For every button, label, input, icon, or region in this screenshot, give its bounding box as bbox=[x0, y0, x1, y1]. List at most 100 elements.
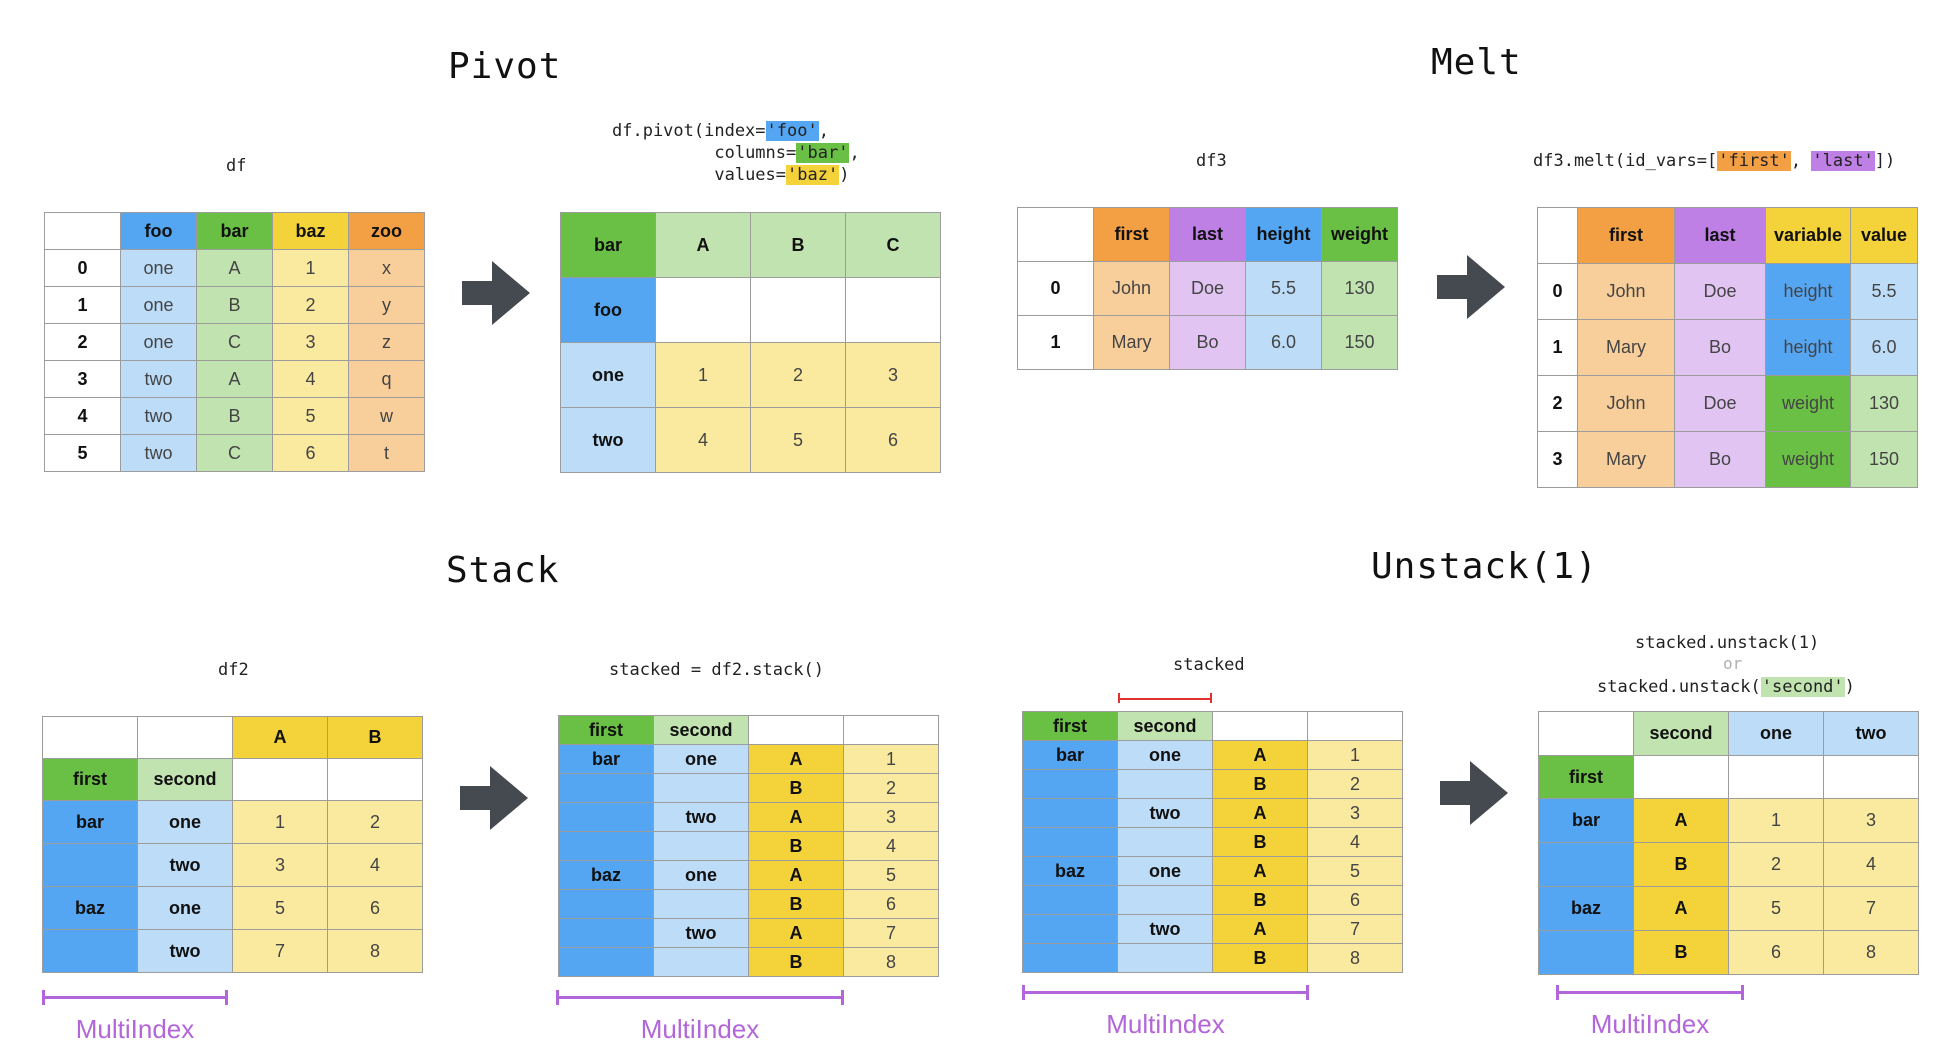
index-level-0 bbox=[558, 773, 654, 803]
melt-code-sep: , bbox=[1790, 151, 1812, 171]
table-cell: 2 bbox=[1728, 842, 1824, 887]
index-level-1 bbox=[1117, 885, 1213, 915]
table-cell: A bbox=[196, 360, 273, 398]
table-cell: 6 bbox=[272, 434, 349, 472]
empty-cell bbox=[232, 758, 328, 801]
table-row: two A 7 bbox=[1022, 914, 1403, 944]
header-corner bbox=[44, 212, 121, 250]
column-header: last bbox=[1674, 207, 1766, 264]
pivot-source-table: foo bar baz zoo 0 one A 1 x 1 one B 2 y … bbox=[44, 212, 425, 472]
stack-title: Stack bbox=[446, 550, 560, 591]
columns-name: bar bbox=[560, 212, 656, 278]
table-row: 5 two C 6 t bbox=[44, 434, 425, 472]
table-cell: John bbox=[1577, 263, 1675, 320]
table-cell: 3 bbox=[845, 342, 941, 408]
index-level-2: B bbox=[748, 947, 844, 977]
index-level-0: bar bbox=[558, 744, 654, 774]
column-header: first bbox=[1577, 207, 1675, 264]
pivot-code-line2-post: , bbox=[849, 143, 860, 163]
column-header: C bbox=[845, 212, 941, 278]
table-cell: weight bbox=[1765, 431, 1851, 488]
table-cell: 6 bbox=[843, 889, 939, 919]
column-header: last bbox=[1169, 207, 1246, 262]
table-cell: Bo bbox=[1674, 431, 1766, 488]
index-level-2: B bbox=[748, 831, 844, 861]
index-level-0 bbox=[1022, 769, 1118, 799]
header-corner bbox=[1017, 207, 1094, 262]
table-cell: 5 bbox=[272, 397, 349, 435]
right-arrow-icon bbox=[460, 766, 528, 830]
index-level-0: bar bbox=[1538, 798, 1634, 843]
table-cell: 8 bbox=[843, 947, 939, 977]
melt-code: df3.melt(id_vars=['first', 'last']) bbox=[1533, 150, 1895, 172]
table-row: 1 one B 2 y bbox=[44, 286, 425, 324]
index-level-1: one bbox=[653, 860, 749, 890]
column-header: variable bbox=[1765, 207, 1851, 264]
unstack-source-table: first second bar one A 1 B 2 two A 3 B 4… bbox=[1022, 711, 1403, 973]
index-level-1: one bbox=[1117, 856, 1213, 886]
row-index: 4 bbox=[44, 397, 121, 435]
table-cell: Doe bbox=[1674, 375, 1766, 432]
pivot-result-table: bar A B C foo one 1 2 3 two 4 5 6 bbox=[560, 212, 941, 473]
empty-cell bbox=[845, 277, 941, 343]
table-cell: 2 bbox=[750, 342, 846, 408]
index-name: first bbox=[1538, 755, 1634, 799]
table-cell: Mary bbox=[1093, 315, 1170, 370]
column-header: bar bbox=[196, 212, 273, 250]
table-row: 4 two B 5 w bbox=[44, 397, 425, 435]
empty-cell bbox=[327, 758, 423, 801]
table-row: B 2 bbox=[1022, 769, 1403, 799]
table-cell: 5.5 bbox=[1245, 261, 1322, 316]
index-name: first bbox=[558, 715, 654, 745]
multiindex-label: MultiIndex bbox=[1106, 1009, 1225, 1039]
table-cell: one bbox=[120, 249, 197, 287]
row-index: 2 bbox=[44, 323, 121, 361]
column-header: foo bbox=[120, 212, 197, 250]
table-row: two 7 8 bbox=[42, 929, 423, 973]
index-level-0 bbox=[558, 831, 654, 861]
row-index: 1 bbox=[44, 286, 121, 324]
table-row: B 6 bbox=[558, 889, 939, 919]
unstack-title: Unstack(1) bbox=[1371, 546, 1598, 587]
table-row: 3 Mary Bo weight 150 bbox=[1537, 431, 1918, 488]
table-cell: z bbox=[348, 323, 425, 361]
index-level-1 bbox=[653, 947, 749, 977]
index-level-1: B bbox=[1633, 842, 1729, 887]
level-marker-tick bbox=[1118, 693, 1120, 703]
table-row: 3 two A 4 q bbox=[44, 360, 425, 398]
index-name: second bbox=[137, 758, 233, 801]
empty-cell bbox=[1823, 755, 1919, 799]
melt-code-pre: df3.melt(id_vars=[ bbox=[1533, 151, 1718, 171]
table-row: 1 Mary Bo 6.0 150 bbox=[1017, 315, 1398, 370]
right-arrow-icon bbox=[1440, 761, 1508, 825]
empty-cell bbox=[1538, 711, 1634, 756]
index-level-0 bbox=[1022, 827, 1118, 857]
index-level-2: B bbox=[1212, 943, 1308, 973]
table-row: 2 John Doe weight 130 bbox=[1537, 375, 1918, 432]
right-arrow-icon bbox=[462, 261, 530, 325]
table-header-row: A B bbox=[42, 716, 423, 759]
index-name: second bbox=[653, 715, 749, 745]
table-cell: 2 bbox=[272, 286, 349, 324]
index-level-0 bbox=[1538, 930, 1634, 975]
index-level-0 bbox=[42, 843, 138, 887]
table-cell: 5 bbox=[232, 886, 328, 930]
table-cell: 130 bbox=[1321, 261, 1398, 316]
index-level-2: A bbox=[748, 802, 844, 832]
table-row: two 3 4 bbox=[42, 843, 423, 887]
multiindex-label: MultiIndex bbox=[1590, 1009, 1710, 1039]
table-cell: John bbox=[1093, 261, 1170, 316]
row-index: 2 bbox=[1537, 375, 1578, 432]
melt-result-table: first last variable value 0 John Doe hei… bbox=[1537, 207, 1918, 488]
index-level-1: two bbox=[653, 802, 749, 832]
multiindex-bracket: MultiIndex bbox=[1556, 985, 1744, 1045]
index-level-1 bbox=[653, 889, 749, 919]
table-cell: 6 bbox=[845, 407, 941, 473]
column-header: first bbox=[1093, 207, 1170, 262]
table-cell: 8 bbox=[1823, 930, 1919, 975]
table-row: B 2 bbox=[558, 773, 939, 803]
index-level-2: A bbox=[748, 918, 844, 948]
table-row: 2 one C 3 z bbox=[44, 323, 425, 361]
table-cell: q bbox=[348, 360, 425, 398]
row-index: 3 bbox=[1537, 431, 1578, 488]
